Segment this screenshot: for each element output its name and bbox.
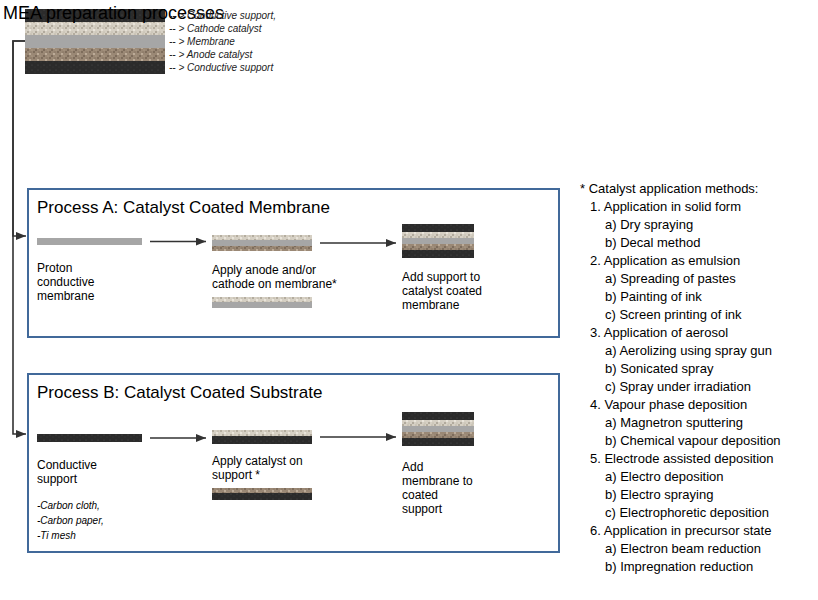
method-item: a) Spreading of pastes [605,271,736,287]
method-item: a) Electron beam reduction [605,541,761,557]
method-item: 2. Application as emulsion [590,253,740,269]
layer-strip [25,48,165,61]
layer-label: -- > Membrane [169,35,235,48]
method-item: b) Chemical vapour deposition [605,433,781,449]
layer-label: -- > Anode catalyst [169,48,252,61]
layer-illustration [212,235,312,251]
layer-strip [402,412,474,420]
layer-label: -- > Conductive support, [169,9,276,22]
layer-strip [25,22,165,35]
process-step: Conductive support -Carbon cloth,-Carbon … [37,434,147,543]
layer-strip [402,438,474,446]
method-item: 6. Application in precursor state [590,523,771,539]
layer-label: -- > Conductive support [169,61,273,74]
method-item: 5. Electrode assisted deposition [590,451,774,467]
process-step: Apply catalyst on support * [212,430,352,500]
layer-strip [402,232,474,238]
method-item: c) Screen printing of ink [605,307,742,323]
process-title: Process A: Catalyst Coated Membrane [37,198,330,218]
flow-arrow [320,242,396,244]
flow-arrow [150,241,206,243]
layer-strip [212,235,312,240]
layer-illustration [37,434,142,442]
process-step: Add support to catalyst coated membrane [402,224,502,312]
layer-strip [25,9,165,22]
method-item: b) Impregnation reduction [605,559,753,575]
layer-strip [25,35,165,48]
support-type: -Carbon paper, [37,513,147,528]
step-caption: Add support to catalyst coated membrane [402,270,502,312]
layer-strip [212,302,312,308]
step-caption: Proton conductive membrane [37,261,115,303]
layer-strip [37,434,142,442]
layer-illustration [402,224,474,258]
flow-arrow [150,437,206,439]
layer-strip [402,244,474,250]
method-item: a) Aerolizing using spray gun [605,343,772,359]
process-box: Conductive support -Carbon cloth,-Carbon … [27,373,560,553]
method-item: c) Electrophoretic deposition [605,505,769,521]
step-caption: Conductive support [37,458,115,486]
layer-strip [212,430,312,436]
layer-strip [212,488,312,493]
list-heading: * Catalyst application methods: [580,181,758,197]
layer-strip [212,493,312,500]
layer-label: -- > Cathode catalyst [169,22,262,35]
layer-strip [402,426,474,432]
process-step: Add membrane to coated support [402,412,502,516]
layer-strip [402,432,474,438]
process-step: Apply anode and/or cathode on membrane* [212,235,352,308]
layer-strip [402,250,474,258]
method-item: c) Spray under irradiation [605,379,751,395]
layer-strip [25,61,165,74]
support-type: -Ti mesh [37,528,147,543]
layer-illustration [212,430,312,444]
step-caption: Add membrane to coated support [402,460,474,516]
method-item: a) Electro deposition [605,469,724,485]
layer-strip [402,224,474,232]
step-caption: Apply anode and/or cathode on membrane* [212,263,347,291]
method-item: 3. Application of aerosol [590,325,728,341]
process-box: Proton conductive membrane Apply anode an… [27,188,560,338]
branch-arrow [13,41,26,434]
layer-illustration [37,238,142,245]
method-item: b) Decal method [605,235,700,251]
method-item: a) Dry spraying [605,217,693,233]
method-item: 4. Vapour phase deposition [590,397,747,413]
layer-illustration [402,412,474,446]
process-title: Process B: Catalyst Coated Substrate [37,383,322,403]
method-item: a) Magnetron sputtering [605,415,743,431]
layer-strip [212,436,312,444]
support-type: -Carbon cloth, [37,498,147,513]
branch-arrow [13,41,26,236]
method-item: b) Electro spraying [605,487,713,503]
layer-strip [402,420,474,426]
method-item: b) Painting of ink [605,289,702,305]
process-step: Proton conductive membrane [37,238,147,303]
layer-strip [37,238,142,245]
method-item: b) Sonicated spray [605,361,713,377]
layer-illustration [212,488,312,500]
flow-arrow [320,436,396,438]
layer-illustration [212,297,312,308]
layer-strip [402,238,474,244]
layer-strip [212,240,312,246]
step-caption: Apply catalyst on support * [212,454,307,482]
method-item: 1. Application in solid form [590,199,741,215]
layer-strip [212,246,312,251]
layer-strip [212,297,312,302]
